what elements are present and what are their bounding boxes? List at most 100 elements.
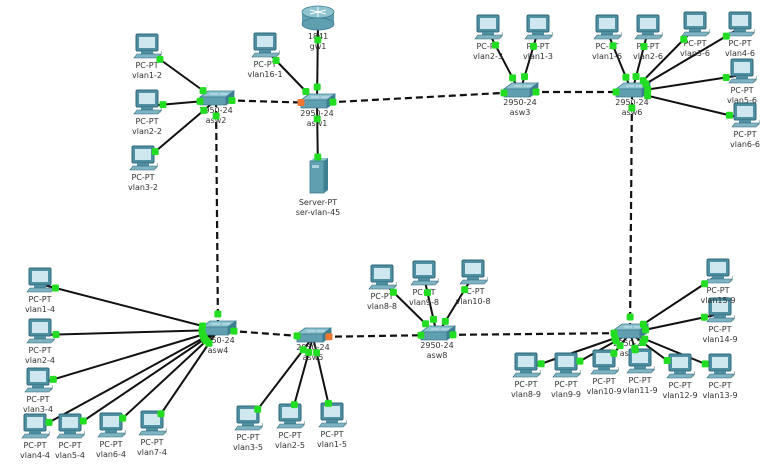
link-asw2-asw4[interactable] bbox=[214, 99, 220, 331]
device-name-label: vlan7-4 bbox=[137, 448, 167, 457]
pc-icon bbox=[97, 412, 127, 438]
device-name-label: vlan5-6 bbox=[727, 96, 757, 105]
pc-icon bbox=[459, 259, 489, 285]
link-vlan2-3-asw3[interactable] bbox=[487, 30, 521, 93]
port-up-indicator bbox=[641, 335, 649, 343]
port-up-indicator bbox=[701, 280, 709, 288]
device-name-label: vlan1-5 bbox=[317, 440, 347, 449]
pc-icon bbox=[634, 14, 664, 40]
pc-icon bbox=[138, 410, 168, 436]
link-vlan4-6-asw6[interactable] bbox=[631, 27, 741, 93]
device-model-label: PC-PT bbox=[683, 39, 706, 48]
port-up-indicator bbox=[324, 399, 332, 407]
port-up-indicator bbox=[616, 342, 624, 350]
device-name-label: vlan2-2 bbox=[132, 127, 162, 136]
link-vlan9-8-asw8[interactable] bbox=[423, 276, 438, 336]
port-up-indicator bbox=[196, 97, 204, 105]
port-up-indicator bbox=[640, 42, 648, 50]
device-model-label: PC-PT bbox=[135, 61, 158, 70]
device-name-label: vlan15-9 bbox=[700, 296, 735, 305]
pc-icon bbox=[593, 14, 623, 40]
port-up-indicator bbox=[612, 88, 620, 96]
device-gw1[interactable]: 1841gw1 bbox=[301, 5, 335, 51]
link-vlan6-4-asw4[interactable] bbox=[110, 329, 219, 430]
pc-icon bbox=[704, 258, 734, 284]
device-model-label: PC-PT bbox=[730, 86, 753, 95]
link-vlan3-4-asw4[interactable] bbox=[37, 329, 219, 385]
link-vlan1-3-asw3[interactable] bbox=[519, 30, 539, 93]
link-vlan2-4-asw4[interactable] bbox=[39, 329, 219, 336]
link-vlan4-4-asw4[interactable] bbox=[34, 329, 219, 431]
link-asw8-asw9[interactable] bbox=[436, 331, 631, 337]
device-name-label: vlan6-6 bbox=[730, 140, 760, 149]
switch-icon bbox=[419, 325, 457, 341]
link-asw1-asw3[interactable] bbox=[316, 90, 521, 105]
switch-icon bbox=[299, 93, 337, 109]
link-asw6-asw9[interactable] bbox=[628, 91, 634, 334]
link-vlan1-4-asw4[interactable] bbox=[39, 283, 219, 331]
pc-icon bbox=[681, 11, 711, 37]
port-up-indicator bbox=[51, 284, 59, 292]
device-model-label: 2950-24 bbox=[615, 98, 648, 107]
port-up-indicator bbox=[644, 92, 652, 100]
device-name-label: vlan2-3 bbox=[473, 52, 503, 61]
device-model-label: 2950-24 bbox=[296, 343, 329, 352]
link-vlan5-4-asw4[interactable] bbox=[69, 329, 219, 431]
device-name-label: vlan1-4 bbox=[25, 305, 55, 314]
link-vlan1-6-asw6[interactable] bbox=[606, 30, 633, 93]
device-name-label: vlan1-6 bbox=[592, 52, 622, 61]
port-up-indicator bbox=[610, 349, 618, 357]
port-up-indicator bbox=[313, 83, 321, 91]
device-model-label: PC-PT bbox=[728, 39, 751, 48]
link-vlan2-6-asw6[interactable] bbox=[631, 30, 649, 93]
port-up-indicator bbox=[423, 289, 431, 297]
port-up-indicator bbox=[609, 42, 617, 50]
device-name-label: vlan5-4 bbox=[55, 451, 85, 460]
port-up-indicator bbox=[230, 327, 238, 335]
link-vlan10-8-asw8[interactable] bbox=[436, 275, 474, 336]
device-model-label: PC-PT bbox=[706, 286, 729, 295]
link-asw5-asw8[interactable] bbox=[312, 333, 438, 339]
